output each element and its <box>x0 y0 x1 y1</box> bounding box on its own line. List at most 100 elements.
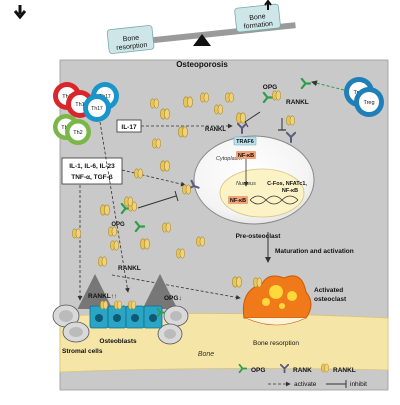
osteoclast-nucleus-3 <box>262 298 270 306</box>
rankl-right-label: RANKL <box>286 99 309 106</box>
th1-label-2: Th1 <box>75 102 84 108</box>
bone-resorption-label-2: resorption <box>116 42 148 52</box>
th17-label-2: Th17 <box>91 106 103 112</box>
down-arrow-icon <box>13 5 27 20</box>
balance-scale: Bone resorption Bone formation <box>13 0 296 54</box>
cytokine-arrow <box>121 169 186 187</box>
legend-inhibit-label: inhibit <box>350 381 367 388</box>
rankl-float-icon <box>225 92 234 103</box>
osteoblast-rankl-icon-2 <box>114 300 122 310</box>
rankl-float-icon <box>160 160 170 172</box>
legend-opg-label: OPG <box>251 367 265 374</box>
cytokine-line-1: IL-1, IL-6, IL-23 <box>69 163 115 170</box>
rankl-float-icon <box>110 240 119 251</box>
rankl-float-icon <box>150 98 159 109</box>
dna-strand-1 <box>249 195 299 205</box>
rankl-mid-label: RANKL <box>118 265 141 272</box>
rankl-float-icon <box>100 204 110 216</box>
bone-resorption-label-1: Bone <box>123 35 140 44</box>
rankl-float-icon <box>108 226 117 237</box>
rankl-float-icon <box>152 138 161 149</box>
stromal-cell-right <box>157 305 189 345</box>
legend-inhibit-line <box>326 380 347 388</box>
dna-strand-2 <box>249 195 299 205</box>
rankl-float-icon <box>160 108 170 120</box>
rankl-float-icon <box>72 228 81 239</box>
legend-activate-label: activate <box>294 381 317 388</box>
th17-down-arrow <box>99 121 130 293</box>
rankl-float-icon <box>286 115 295 126</box>
maturation-label: Maturation and activation <box>275 248 354 255</box>
rankl-float-icon <box>98 256 107 267</box>
th2-label-2: Th2 <box>73 130 82 136</box>
rankl-float-icon <box>176 248 185 259</box>
osteoclast-nucleus-2 <box>287 291 297 301</box>
up-arrow-icon <box>264 0 272 10</box>
treg-label-2: Treg <box>363 100 374 106</box>
tf-line-1: C-Fos, NFATc1, <box>267 181 307 187</box>
opg-mid-label: OPG <box>111 222 125 228</box>
nfkb-top-label: NF-κB <box>238 153 254 159</box>
tf-line-2: NF-κB <box>282 188 298 194</box>
osteoblasts-label: Osteoblasts <box>99 338 137 345</box>
nucleus <box>219 168 305 218</box>
osteoblast-rankl-icon <box>100 300 108 310</box>
rankl-float-icon <box>178 126 188 138</box>
opg-inhibit-mid <box>137 190 179 209</box>
rankl-float-icon <box>196 236 205 247</box>
traf6-label: TRAF6 <box>236 139 254 145</box>
bone-formation-label-2: formation <box>243 21 273 31</box>
pre-osteoclast-cell <box>193 135 315 225</box>
rankl-bound-icon-2 <box>182 184 191 195</box>
title: Osteoporosis <box>176 60 228 69</box>
rankl-float-icon <box>232 276 242 288</box>
bone-formation-box <box>234 3 281 33</box>
cytokine-box <box>61 157 123 185</box>
bone-resorption-label: Bone resorption <box>253 340 299 347</box>
osteoblasts-row <box>89 305 163 329</box>
nfkb-nuclear-box <box>228 196 248 204</box>
cytokine-line-2: TNF-α, TGF-β <box>71 174 113 181</box>
bone-formation-label-1: Bone <box>249 13 266 22</box>
rankl-float-icon <box>134 168 143 179</box>
main-panel-border <box>59 59 389 391</box>
opg-down-label: OPG↓ <box>164 295 182 302</box>
treg-cell-2: Treg <box>354 87 384 117</box>
il17-label: IL-17 <box>121 124 137 131</box>
treg-opg-arrow <box>311 80 345 91</box>
activated-label-1: Activated <box>314 287 343 294</box>
th1-label: Th1 <box>62 94 71 100</box>
rankl-icon-opg <box>272 90 281 101</box>
osteoclast-nucleus-1 <box>269 285 283 299</box>
nfkb-nuclear-label: NF-κB <box>230 198 246 204</box>
opg-top-label: OPG <box>263 84 277 91</box>
th17-cell-2: Th17 <box>83 94 111 122</box>
legend-rankl-label: RANKL <box>333 367 356 374</box>
activated-label-2: osteoclast <box>314 296 347 303</box>
resorption-pit <box>245 317 307 326</box>
bone-label: Bone <box>198 351 214 358</box>
pre-osteoclast-label: Pre-osteoclast <box>236 233 282 240</box>
osteoclast-rankl-icon <box>253 277 262 288</box>
cytoplasm-label: Cytoplasm <box>216 156 242 162</box>
balance-fulcrum <box>193 34 211 46</box>
rankl-float-icon <box>162 222 171 233</box>
rankl-bound-icon <box>236 112 246 124</box>
stromal-label: Stromal cells <box>62 348 103 355</box>
rankl-up-label: RANKL↑↑ <box>88 293 117 300</box>
stromal-cell-left <box>52 304 90 343</box>
osteoblast-rankl-icon-3 <box>128 300 136 310</box>
legend-rank-label: RANK <box>293 367 312 374</box>
nfkb-top-box <box>236 151 256 159</box>
rankl-float-icon <box>140 238 150 250</box>
rankl-top-label: RANKL <box>205 127 226 133</box>
legend-rankl-icon <box>321 363 329 373</box>
rankl-float-icon <box>124 196 133 207</box>
bone-resorption-box <box>106 25 155 54</box>
rankl-float-icon <box>200 92 209 103</box>
rankl-float-icon <box>214 104 223 115</box>
th2-cell-2: Th2 <box>65 119 91 145</box>
traf6-box <box>233 136 257 146</box>
legend: OPG RANK RANKL activate inhibit <box>238 363 367 388</box>
